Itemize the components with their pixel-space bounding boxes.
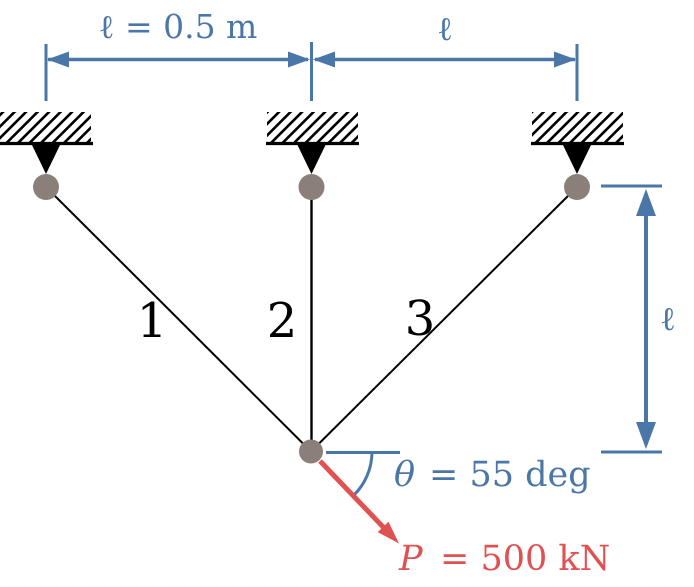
- dimension-right-vertical: ℓ: [601, 184, 676, 454]
- arrowhead-up-icon: [636, 189, 656, 216]
- angle-annotation: θ = 55 deg: [326, 451, 591, 497]
- angle-symbol: θ: [394, 455, 415, 495]
- support-left: [0, 112, 93, 200]
- dimension-top-right-span: ℓ: [313, 9, 579, 101]
- force-symbol: P: [398, 539, 424, 579]
- support-middle: [266, 112, 359, 200]
- hatched-ground-icon: [0, 112, 91, 142]
- dimension-label-l: ℓ: [437, 9, 453, 48]
- support-triangle-icon: [296, 143, 327, 174]
- force-arrow-shaft: [318, 459, 388, 532]
- bar-1-line: [45, 186, 312, 453]
- hatched-ground-icon: [532, 112, 623, 142]
- bar-3-label: 3: [405, 291, 436, 347]
- arrowhead-right-icon: [554, 51, 576, 68]
- support-right: [531, 112, 624, 200]
- bars: 1 2 3: [45, 186, 578, 453]
- force-value: = 500 kN: [440, 539, 610, 579]
- arrowhead-left-icon: [47, 51, 69, 68]
- arrowhead-down-icon: [636, 422, 656, 449]
- bar-1-label: 1: [137, 293, 168, 349]
- force-annotation: P = 500 kN: [318, 459, 610, 579]
- angle-value: = 55 deg: [429, 455, 591, 495]
- bar-3-line: [310, 186, 578, 453]
- pin-middle: [298, 174, 325, 200]
- support-triangle-icon: [31, 143, 61, 174]
- angle-arc-icon: [352, 451, 374, 497]
- dimension-label-l-vertical: ℓ: [660, 299, 676, 338]
- dimension-top-left-span: ℓ = 0.5 m: [44, 7, 313, 101]
- node-joint: [299, 439, 323, 464]
- pin-left: [33, 174, 59, 200]
- support-triangle-icon: [562, 143, 592, 174]
- arrowhead-left-icon: [313, 51, 335, 68]
- bar-2-label: 2: [267, 293, 298, 349]
- arrowhead-right-icon: [288, 51, 310, 68]
- pin-right: [564, 174, 590, 200]
- hatched-ground-icon: [267, 112, 358, 142]
- force-arrowhead-icon: [377, 521, 399, 544]
- dimension-label-l-05m: ℓ = 0.5 m: [99, 7, 258, 46]
